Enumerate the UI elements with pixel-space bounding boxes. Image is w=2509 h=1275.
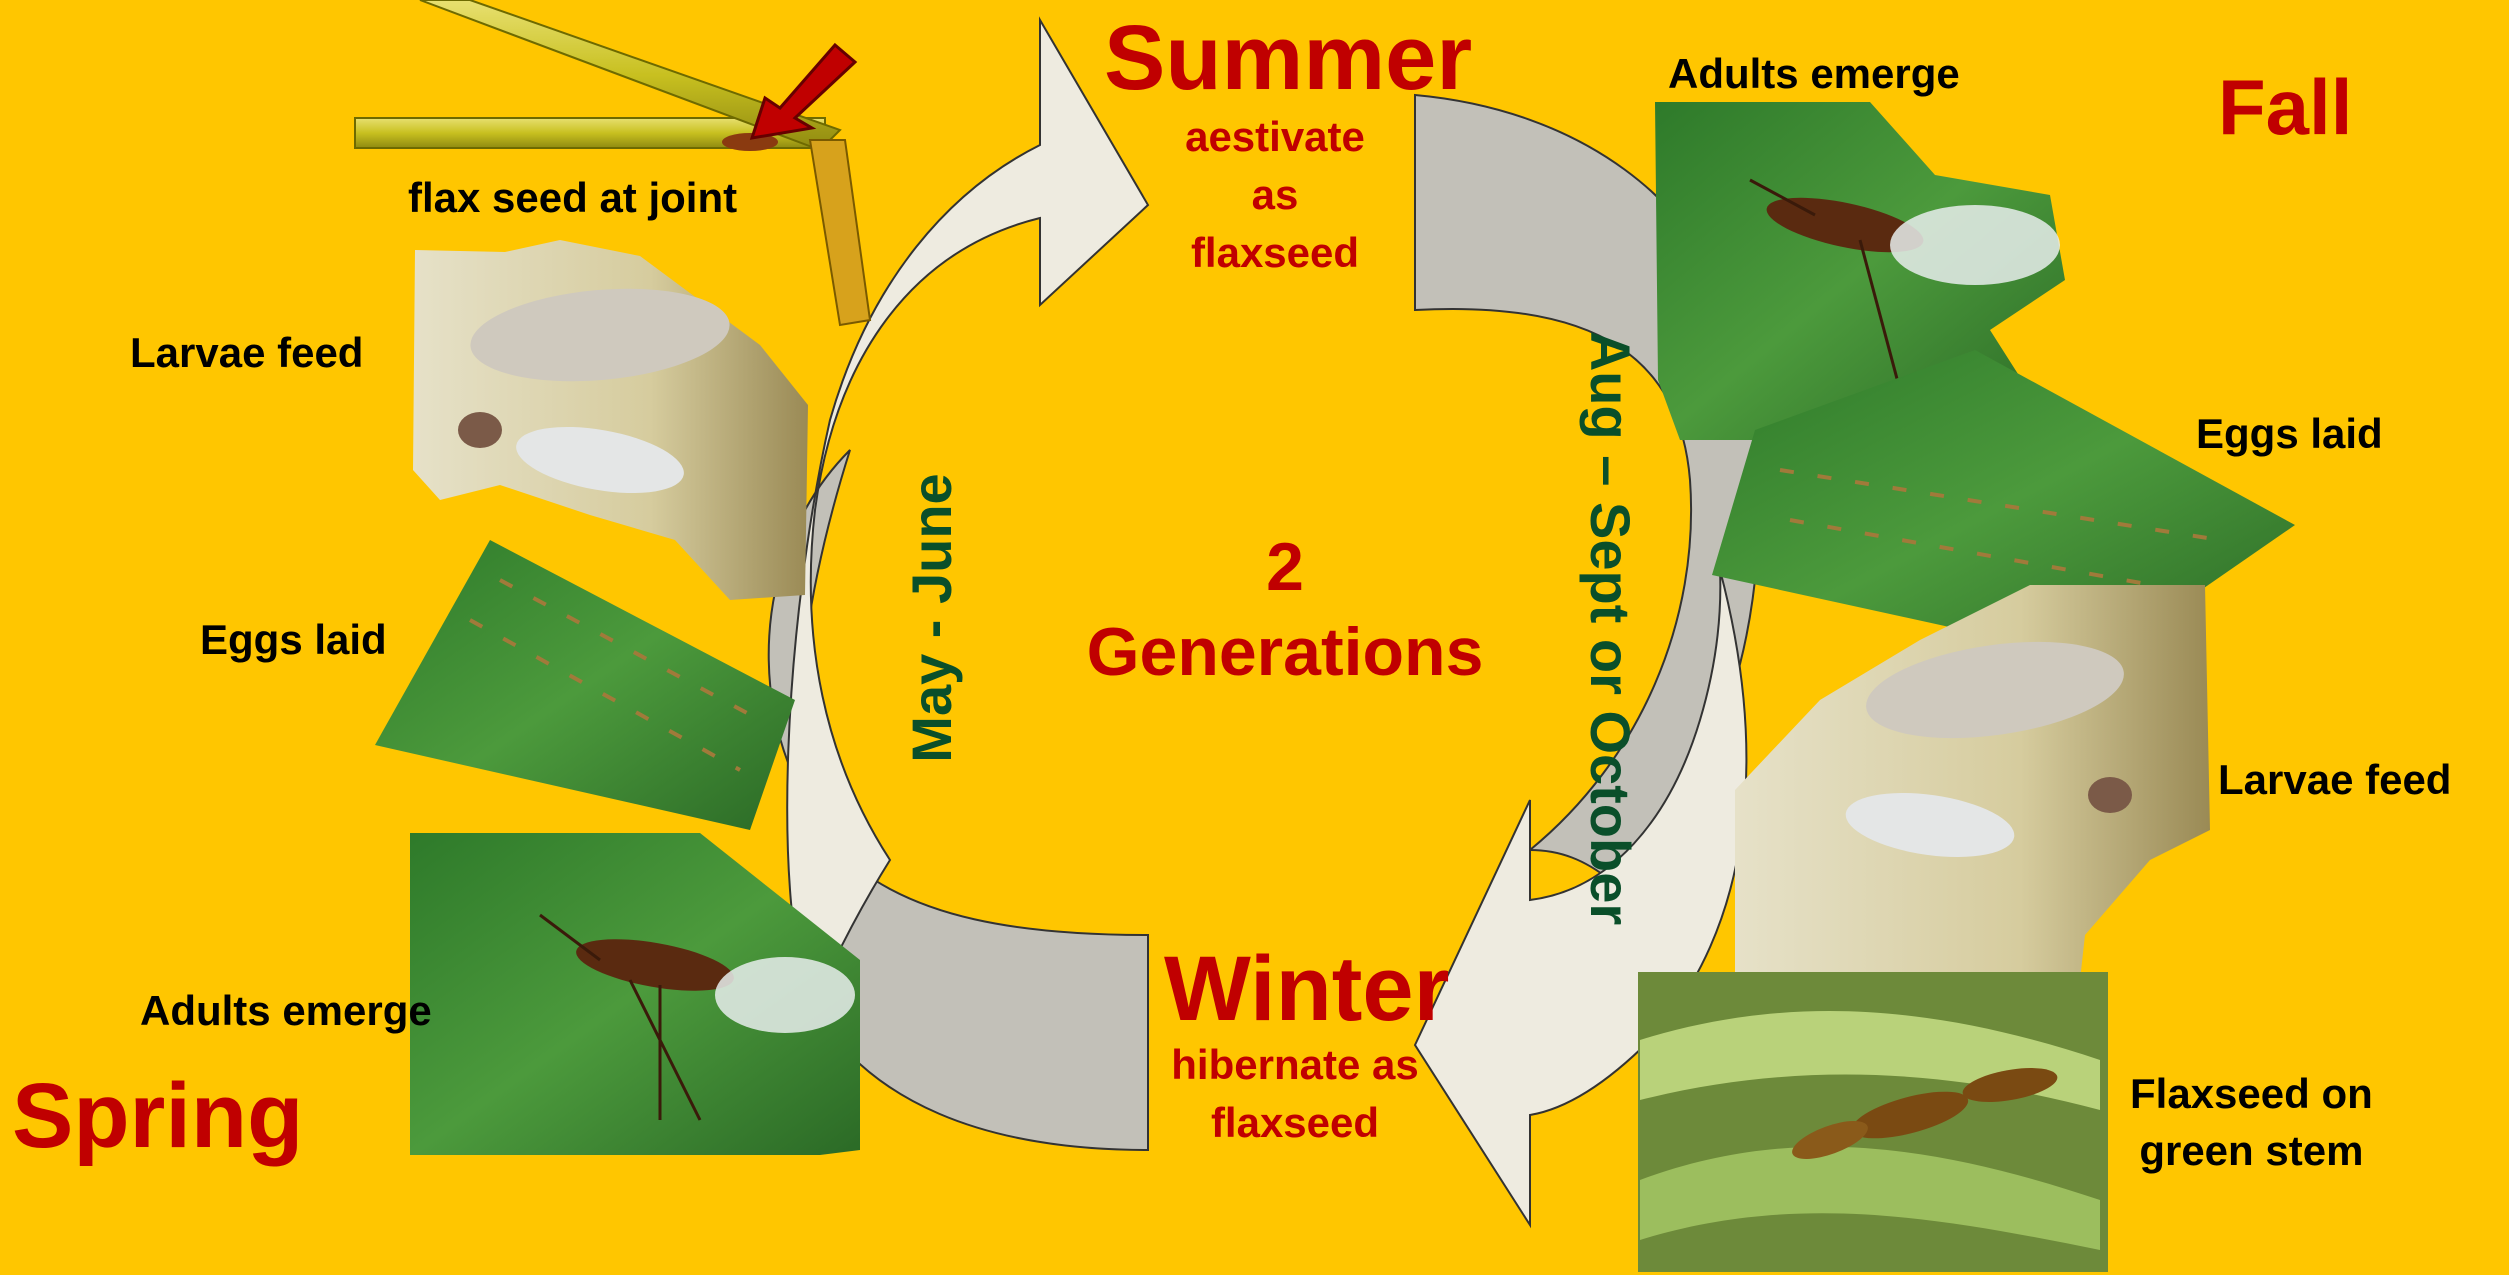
season-summer: Summer <box>1104 12 1472 104</box>
season-fall: Fall <box>2218 68 2352 146</box>
winter-note: hibernate as flaxseed <box>1140 1036 1450 1152</box>
period-left: May - June <box>904 473 960 762</box>
label-eggs-laid-right: Eggs laid <box>2196 406 2383 463</box>
label-flaxseed-line: green stem <box>2130 1123 2373 1180</box>
straw-stem-drop <box>810 140 870 325</box>
label-adults-emerge-left: Adults emerge <box>140 983 432 1040</box>
winter-note-line: hibernate as <box>1140 1036 1450 1094</box>
season-spring: Spring <box>12 1070 303 1162</box>
winter-note-line: flaxseed <box>1140 1094 1450 1152</box>
summer-note: aestivate as flaxseed <box>1155 108 1395 282</box>
label-adults-emerge-right: Adults emerge <box>1668 46 1960 103</box>
center-generations: 2 Generations <box>1060 525 1510 695</box>
period-right: Aug – Sept or October <box>1582 331 1638 925</box>
label-larvae-feed-left: Larvae feed <box>130 325 363 382</box>
photo-flaxseed-stem <box>1638 972 2108 1272</box>
season-winter: Winter <box>1164 943 1449 1035</box>
summer-note-line: aestivate <box>1155 108 1395 166</box>
generation-label: Generations <box>1060 610 1510 695</box>
label-flaxseed-line: Flaxseed on <box>2130 1066 2373 1123</box>
label-flaxseed-green-stem: Flaxseed on green stem <box>2130 1066 2373 1179</box>
summer-note-line: as <box>1155 166 1395 224</box>
summer-note-line: flaxseed <box>1155 224 1395 282</box>
label-larvae-feed-right: Larvae feed <box>2218 752 2451 809</box>
generation-count: 2 <box>1060 525 1510 610</box>
label-flax-seed-joint: flax seed at joint <box>408 170 737 227</box>
red-pointer-arrow <box>752 45 855 138</box>
label-eggs-laid-left: Eggs laid <box>200 612 387 669</box>
photo-larvae-left <box>413 240 808 600</box>
photo-larvae-right <box>1735 585 2210 980</box>
